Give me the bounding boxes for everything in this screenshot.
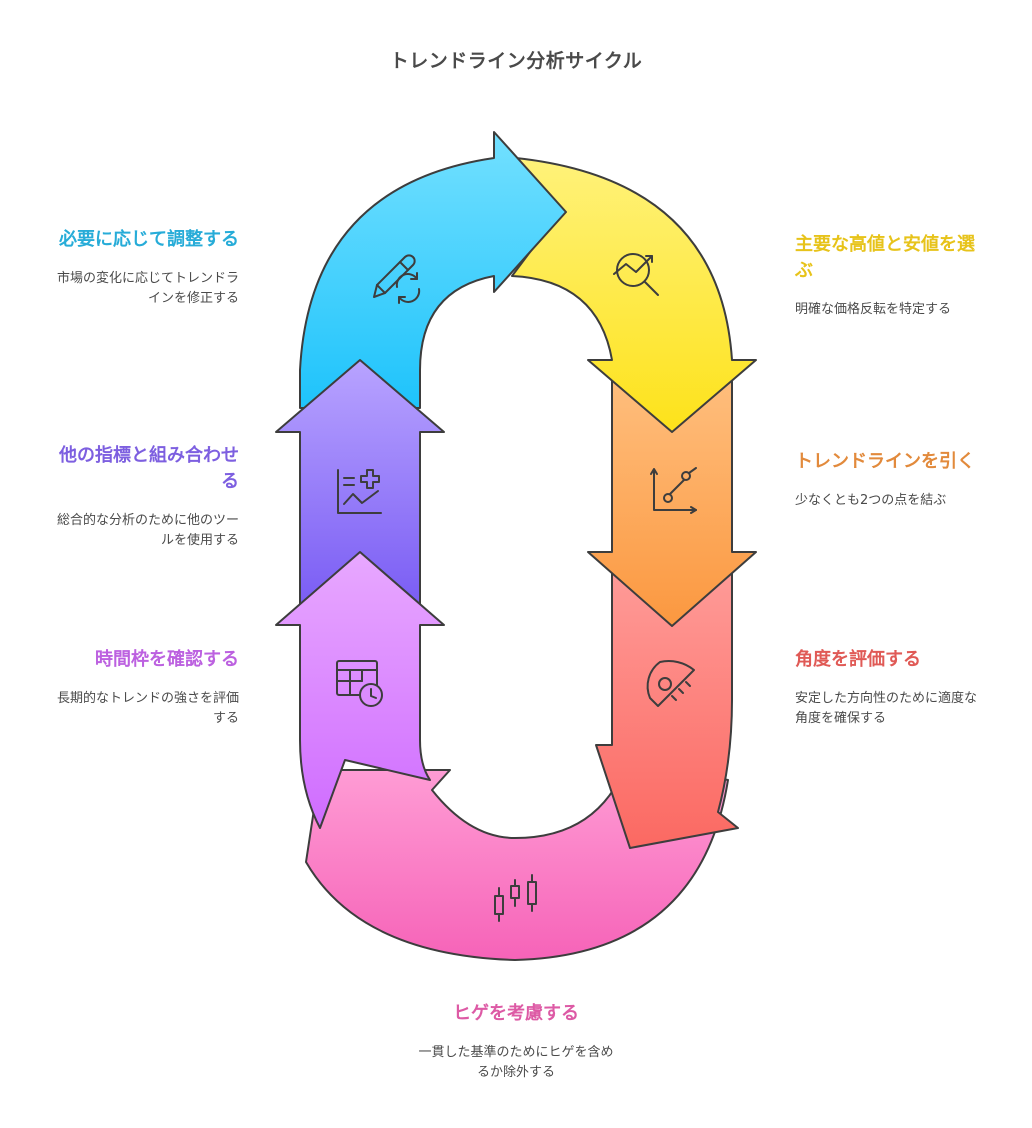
step-wicks-desc: 一貫した基準のためにヒゲを含めるか除外する	[418, 1045, 614, 1080]
step-angle-desc: 安定した方向性のために適度な角度を確保する	[795, 691, 978, 726]
step-select: 主要な高値と安値を選ぶ 明確な価格反転を特定する	[795, 232, 980, 320]
step-combine-title: 他の指標と組み合わせる	[59, 445, 239, 492]
step-select-title: 主要な高値と安値を選ぶ	[795, 234, 975, 281]
step-wicks: ヒゲを考慮する 一貫した基準のためにヒゲを含めるか除外する	[416, 1001, 616, 1083]
diagram-title: トレンドライン分析サイクル	[389, 50, 643, 72]
arrow-angle	[595, 551, 739, 849]
step-select-desc: 明確な価格反転を特定する	[795, 302, 952, 317]
magnify-chart-icon	[613, 253, 659, 296]
step-adjust-desc: 市場の変化に応じてトレンドラインを修正する	[56, 271, 239, 306]
line-chart-icon	[650, 467, 697, 514]
step-adjust-title: 必要に応じて調整する	[59, 229, 239, 250]
step-draw-title: トレンドラインを引く	[795, 451, 975, 472]
arrow-timeframe	[275, 551, 445, 829]
pencil-refresh-icon	[373, 254, 421, 304]
step-wicks-title: ヒゲを考慮する	[453, 1003, 579, 1024]
calendar-clock-icon	[336, 660, 383, 707]
protractor-icon	[646, 660, 695, 707]
step-timeframe: 時間枠を確認する 長期的なトレンドの強さを評価する	[54, 647, 239, 729]
step-angle: 角度を評価する 安定した方向性のために適度な角度を確保する	[795, 647, 980, 729]
step-angle-title: 角度を評価する	[795, 649, 921, 670]
arrow-adjust	[299, 131, 567, 409]
candlestick-icon	[494, 874, 537, 922]
step-timeframe-title: 時間枠を確認する	[95, 649, 239, 670]
step-combine-desc: 総合的な分析のために他のツールを使用する	[56, 513, 239, 548]
chart-plus-icon	[337, 469, 382, 514]
arrow-combine	[275, 359, 445, 606]
step-draw: トレンドラインを引く 少なくとも2つの点を結ぶ	[795, 449, 980, 511]
step-draw-desc: 少なくとも2つの点を結ぶ	[795, 493, 947, 508]
step-timeframe-desc: 長期的なトレンドの強さを評価する	[56, 691, 239, 726]
arrow-select	[511, 157, 757, 433]
step-combine: 他の指標と組み合わせる 総合的な分析のために他のツールを使用する	[54, 443, 239, 551]
step-adjust: 必要に応じて調整する 市場の変化に応じてトレンドラインを修正する	[54, 227, 239, 309]
